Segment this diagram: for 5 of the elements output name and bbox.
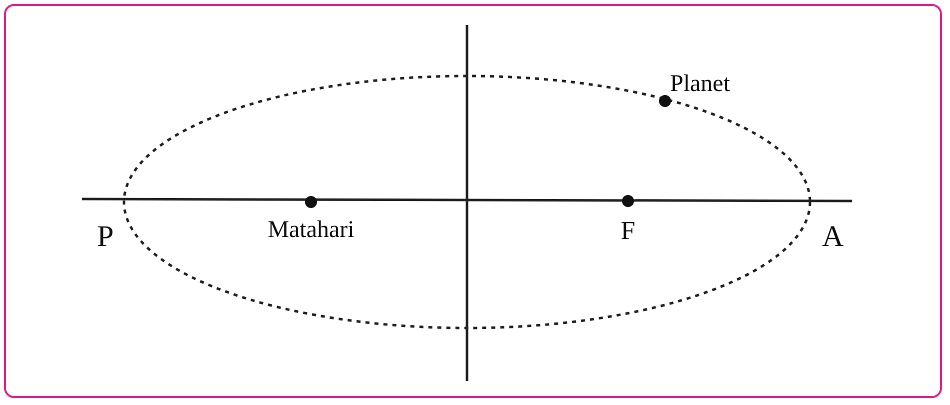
sun-label: Matahari <box>268 218 354 242</box>
point-label: F <box>620 218 636 244</box>
point-label: A <box>822 222 844 252</box>
planet-label: Planet <box>670 72 730 96</box>
point-label: P <box>97 222 114 252</box>
